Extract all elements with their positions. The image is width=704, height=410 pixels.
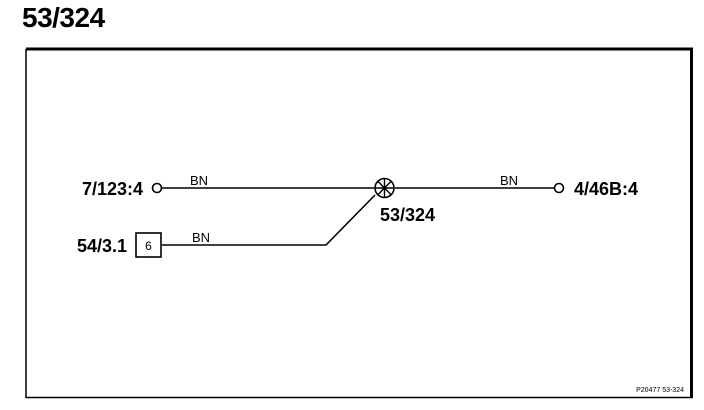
splice-label: 53/324 [380, 205, 435, 225]
wire-color-right: BN [500, 173, 518, 188]
terminal-label-right: 4/46B:4 [574, 179, 638, 199]
splice-icon [374, 177, 395, 199]
page-title: 53/324 [22, 2, 105, 33]
diagram-frame [25, 47, 693, 399]
terminal-circle-left [151, 182, 163, 194]
connector-pin-box [135, 232, 162, 258]
terminal-circle-right [553, 182, 565, 194]
wire-bottom-left [162, 194, 376, 246]
terminal-label-left-bottom: 54/3.1 [77, 236, 127, 256]
wire-color-bottom-left: BN [192, 230, 210, 245]
terminal-label-left-top: 7/123:4 [82, 179, 143, 199]
reference-code: P20477 53-324 [636, 387, 684, 394]
wire-color-top-left: BN [190, 173, 208, 188]
connector-pin-label: 6 [145, 239, 152, 253]
